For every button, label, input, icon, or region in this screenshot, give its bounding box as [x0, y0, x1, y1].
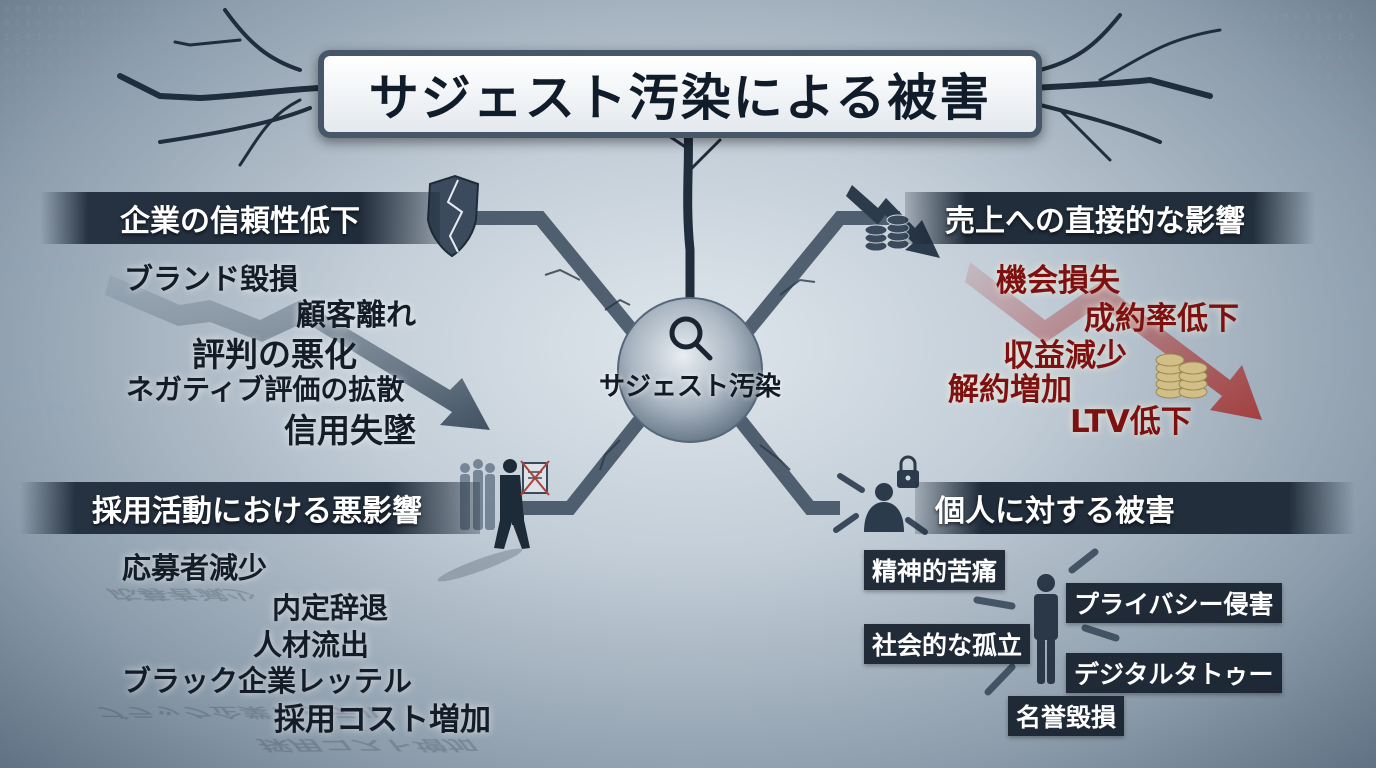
svg-text:1 0 0 0 1 0 0 1 0 0 0 1 0 1 0: 1 0 0 0 1 0 0 1 0 0 0 1 0 1 0 0 0 0: [4, 75, 194, 85]
svg-text:0 1 0 0 1 0 0 0 1 1 0: 0 1 0 0 1 0 0 0 1 1 0: [1240, 33, 1354, 43]
list-item: 成約率低下: [1084, 301, 1239, 337]
list-item: 評判の悪化: [192, 335, 357, 374]
section-heading: 企業の信頼性低下: [120, 204, 360, 239]
trend-down-arrow-left: [105, 275, 490, 430]
section-header-recruiting: 採用活動における悪影響: [20, 482, 480, 534]
section-heading: 個人に対する被害: [935, 494, 1175, 529]
svg-text:0 1 0 0 1 0 0 0 1 0 0 0: 0 1 0 0 1 0 0 0 1 0 0 0: [4, 103, 129, 113]
svg-text:1 0 0 1 0 0 1 0 0 0 1 0 1 0 0: 1 0 0 1 0 0 1 0 0 0 1 0 1 0 0 1 0 0: [4, 33, 194, 43]
svg-text:1 0 0 1 0 0 1 0 0 0 1: 1 0 0 1 0 0 1 0 0 0 1: [1240, 53, 1354, 63]
svg-text:0 0 1 0 0 1 0 0 0 1 0: 0 0 1 0 0 1 0 0 0 1 0: [1240, 73, 1354, 83]
list-item-tag: 社会的な孤立: [864, 624, 1031, 664]
list-item-tag: 名誉毀損: [1008, 696, 1125, 736]
binary-code-pattern-right: 0 0 0 1 0 0 0 1 0 0 1 0 1 0 0 1 0 0 0 1 …: [1240, 13, 1362, 373]
svg-text:0 0 1 0 0 0 1 0 0 1 0 0 0 0 1: 0 0 1 0 0 0 1 0 0 1 0 0 0 0 1 0 0 1: [4, 89, 194, 99]
svg-text:0 1 0 0 0 1 0 0 1: 0 1 0 0 0 1 0 0 1: [1270, 93, 1362, 103]
svg-text:0 0 1 0 0 1 0 0 0 1 0 0 0 1 0: 0 0 1 0 0 1 0 0 0 1 0 0 0 1 0 0 1 0: [4, 47, 194, 57]
section-header-personal-harm: 個人に対する被害: [915, 482, 1355, 534]
list-item: 顧客離れ: [296, 298, 416, 333]
svg-text:0 0 0 1 0 0 0 1 0 0 1: 0 0 0 1 0 0 0 1 0 0 1: [1240, 13, 1354, 23]
list-item: 機会損失: [996, 263, 1120, 299]
svg-text:0 1 0 0 1 0 0 0 1 1 0 0 0 1 0: 0 1 0 0 1 0 0 0 1 1 0 0 0 1 0 1 0 0: [4, 19, 194, 29]
list-item: LTV低下: [1070, 404, 1192, 440]
svg-text:0 1 0 1: 0 1 0 1: [1320, 363, 1358, 373]
title-banner: サジェスト汚染による被害: [318, 50, 1042, 138]
center-sphere: [617, 297, 763, 443]
svg-text:0 1 0 0 0 1 0 0 1 0 0 1 0 0 0: 0 1 0 0 0 1 0 0 1 0 0 1 0 0 0 0 1 0: [4, 61, 194, 71]
svg-text:1 0 0 0 1 0 0 1: 1 0 0 0 1 0 0 1: [1270, 113, 1351, 123]
list-item: 内定辞退: [272, 591, 389, 625]
list-item: 応募者減少: [122, 551, 268, 585]
crack-lines: [117, 8, 1222, 325]
list-item-tag: プライバシー侵害: [1066, 583, 1282, 623]
list-item: 収益減少: [1003, 338, 1127, 374]
pointing-hands-icon: [973, 548, 1120, 696]
section-header-sales-impact: 売上への直接的な影響: [905, 192, 1315, 244]
svg-text:0 1 0 0: 0 1 0 0: [4, 139, 42, 149]
svg-text:0 1 0 1 0 0 1 0 1: 0 1 0 1 0 0 1 0 1: [4, 265, 96, 275]
svg-text:0 1 0 1 1 0: 0 1 0 1 1 0: [1300, 283, 1360, 293]
list-item: 人材流出: [253, 628, 370, 662]
svg-text:0 1 0 1 0: 0 1 0 1 0: [4, 373, 53, 383]
rejected-resume-icon: [520, 460, 550, 496]
list-item-tag: デジタルタトゥー: [1066, 653, 1282, 693]
list-item-reflection: 採用コスト増加: [252, 736, 483, 754]
page-title: サジェスト汚染による被害: [368, 69, 992, 127]
list-item: 信用失墜: [284, 411, 416, 450]
list-item: ネガティブ評価の拡散: [126, 373, 405, 406]
svg-text:0 1 1 0 1 0 1 1: 0 1 1 0 1 0 1 1: [4, 405, 85, 415]
section-heading: 採用活動における悪影響: [92, 494, 422, 529]
svg-text:0 0 0 1 0 0 0 1 0 0 0 1 0 0 0: 0 0 0 1 0 0 0 1 0 0 0 1 0 0 0 1 0 0: [4, 5, 194, 15]
gold-coins-icon: [1155, 353, 1208, 399]
list-item-tag: 精神的苦痛: [864, 550, 1006, 590]
connector-paths: [475, 211, 900, 515]
section-header-corporate-trust: 企業の信頼性低下: [40, 192, 440, 244]
section-heading: 売上への直接的な影響: [945, 204, 1245, 239]
svg-text:0 1 0 0: 0 1 0 0: [1300, 153, 1338, 163]
person-lock-icon: [833, 455, 928, 535]
binary-code-pattern-left: 0 0 0 1 0 0 0 1 0 0 0 1 0 0 0 1 0 0 0 1 …: [4, 5, 194, 415]
list-item: ブラック企業レッテル: [122, 664, 413, 698]
svg-text:0 0 1 0 0 0: 0 0 1 0 0 0: [1300, 133, 1360, 143]
list-item: ブランド毀損: [124, 262, 299, 296]
svg-text:0 0 0 1 0 0 0 1: 0 0 0 1 0 0 0 1: [4, 121, 85, 131]
list-item-reflection: 応募者減少: [103, 586, 261, 602]
svg-text:1 0 1 0 0 1: 1 0 1 0 0 1: [1300, 323, 1360, 333]
standing-person-icon: [1034, 574, 1058, 684]
list-item: 採用コスト増加: [274, 702, 491, 738]
magnifier-icon: [669, 316, 713, 361]
connector-cracks: [544, 268, 816, 471]
svg-text:0 0 1: 0 0 1: [4, 157, 31, 167]
trend-down-arrow-right: [965, 262, 1262, 420]
list-item: 解約増加: [948, 372, 1072, 408]
center-node-label: サジェスト汚染: [598, 372, 781, 402]
